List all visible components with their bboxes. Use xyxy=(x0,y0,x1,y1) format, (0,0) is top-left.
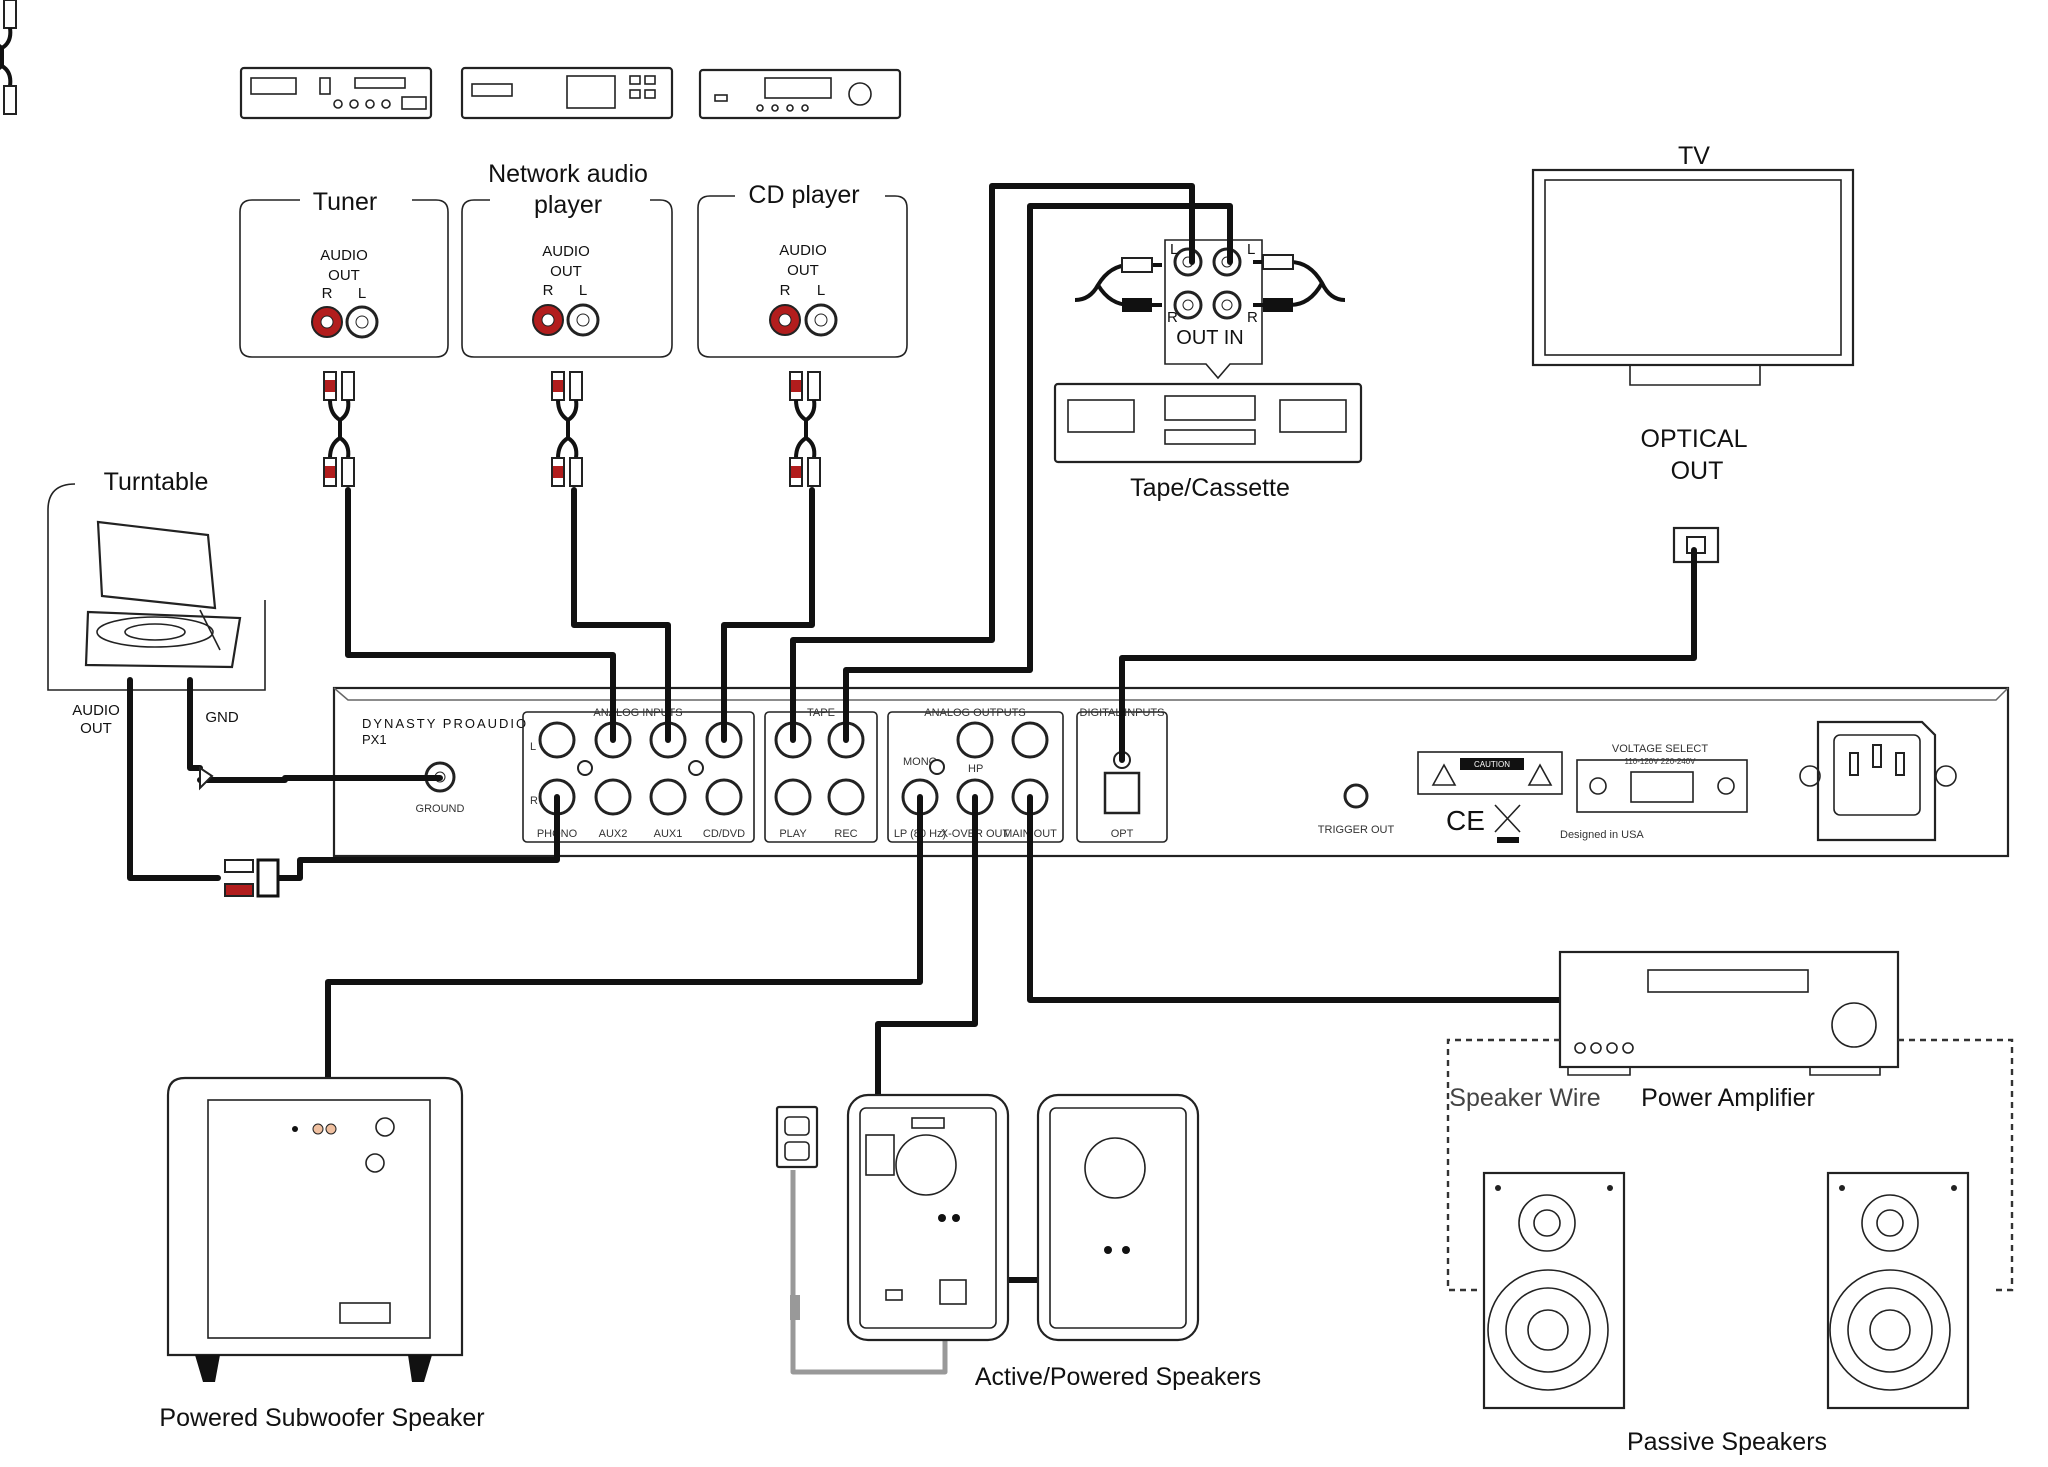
speaker-wire xyxy=(1446,1038,2014,1292)
label-text: REC xyxy=(834,828,857,840)
label-text: R xyxy=(780,282,791,299)
cd-player-title: CD player xyxy=(748,181,859,209)
label-text: R xyxy=(530,795,538,807)
label-text: AUDIO xyxy=(779,242,827,259)
network-player-title-line1: Network audio xyxy=(488,160,648,188)
label-text: OUT xyxy=(787,262,819,279)
turntable: Turntable AUDIO OUT GND xyxy=(47,468,266,737)
turntable-title: Turntable xyxy=(104,468,209,496)
label-text: R xyxy=(1167,309,1178,326)
label-text: Designed in USA xyxy=(1560,829,1644,841)
label-text: R xyxy=(1247,309,1258,326)
label-text: PLAY xyxy=(779,828,807,840)
passive-speakers: Passive Speakers xyxy=(1482,1171,1970,1456)
label-text: OUT xyxy=(1671,457,1724,485)
label-text: OUT xyxy=(80,720,112,737)
label-text: OPT xyxy=(1111,828,1134,840)
label-text: TRIGGER OUT xyxy=(1318,824,1395,836)
label-text: AUDIO xyxy=(320,247,368,264)
label-text: R xyxy=(543,282,554,299)
network-player-box: Network audio player AUDIO OUT R L xyxy=(461,160,673,358)
subwoofer-title: Powered Subwoofer Speaker xyxy=(159,1404,484,1432)
passive-speakers-title: Passive Speakers xyxy=(1627,1428,1827,1456)
cd-player-device-icon xyxy=(698,68,902,120)
label-text: MONO xyxy=(903,756,938,768)
label-text: GND xyxy=(205,709,239,726)
tv-title: TV xyxy=(1678,142,1710,170)
label-text: L xyxy=(1247,241,1255,258)
tuner-device-icon xyxy=(239,66,433,120)
label-text: OUT IN xyxy=(1176,327,1243,349)
turntable-rca-plugs xyxy=(199,766,280,898)
active-speakers-title: Active/Powered Speakers xyxy=(975,1363,1261,1391)
rca-cable-plugs xyxy=(0,0,822,488)
label-text: DYNASTY PROAUDIO xyxy=(362,716,528,731)
label-text: L xyxy=(530,741,536,753)
label-text: AUX2 xyxy=(599,828,628,840)
label-text: L xyxy=(358,285,366,302)
tv: TV OPTICAL OUT xyxy=(1531,142,1855,564)
label-text: L xyxy=(817,282,825,299)
cd-player-box: CD player AUDIO OUT R L xyxy=(697,181,908,358)
preamp-px1: DYNASTY PROAUDIO PX1 GROUND ANALOG INPUT… xyxy=(332,686,2010,858)
power-amp-title: Power Amplifier xyxy=(1641,1084,1815,1112)
label-text: VOLTAGE SELECT xyxy=(1612,743,1708,755)
label-text: PX1 xyxy=(362,732,387,747)
tuner-box: Tuner AUDIO OUT R L xyxy=(239,188,449,358)
label-text: OUT xyxy=(550,263,582,280)
label-text: OPTICAL xyxy=(1641,425,1748,453)
label-text: HP xyxy=(968,763,983,775)
tape-title: Tape/Cassette xyxy=(1130,474,1290,502)
label-text: OUT xyxy=(328,267,360,284)
label-text: AUDIO xyxy=(72,702,120,719)
label-text: R xyxy=(322,285,333,302)
tape-cassette: L L R R OUT IN Tape/Cassette xyxy=(1053,239,1363,502)
active-speakers: Active/Powered Speakers xyxy=(775,1093,1261,1391)
power-amplifier: Power Amplifier Speaker Wire xyxy=(1449,950,1900,1112)
label-text: CD/DVD xyxy=(703,828,745,840)
label-text: CE xyxy=(1446,805,1485,836)
network-player-title-line2: player xyxy=(534,191,602,219)
label-text: CAUTION xyxy=(1474,760,1510,769)
label-text: 110-120V 220-240V xyxy=(1624,757,1696,766)
label-text: GROUND xyxy=(416,803,465,815)
powered-subwoofer: Powered Subwoofer Speaker xyxy=(159,1076,485,1432)
tuner-title: Tuner xyxy=(313,188,377,216)
label-text: TAPE xyxy=(807,707,835,719)
network-player-device-icon xyxy=(460,66,674,120)
label-text: ANALOG OUTPUTS xyxy=(924,707,1025,719)
cables xyxy=(127,183,1697,1375)
label-text: L xyxy=(1170,241,1178,258)
label-text: L xyxy=(579,282,587,299)
label-text: AUDIO xyxy=(542,243,590,260)
speaker-wire-label: Speaker Wire xyxy=(1449,1084,1600,1112)
label-text: AUX1 xyxy=(654,828,683,840)
